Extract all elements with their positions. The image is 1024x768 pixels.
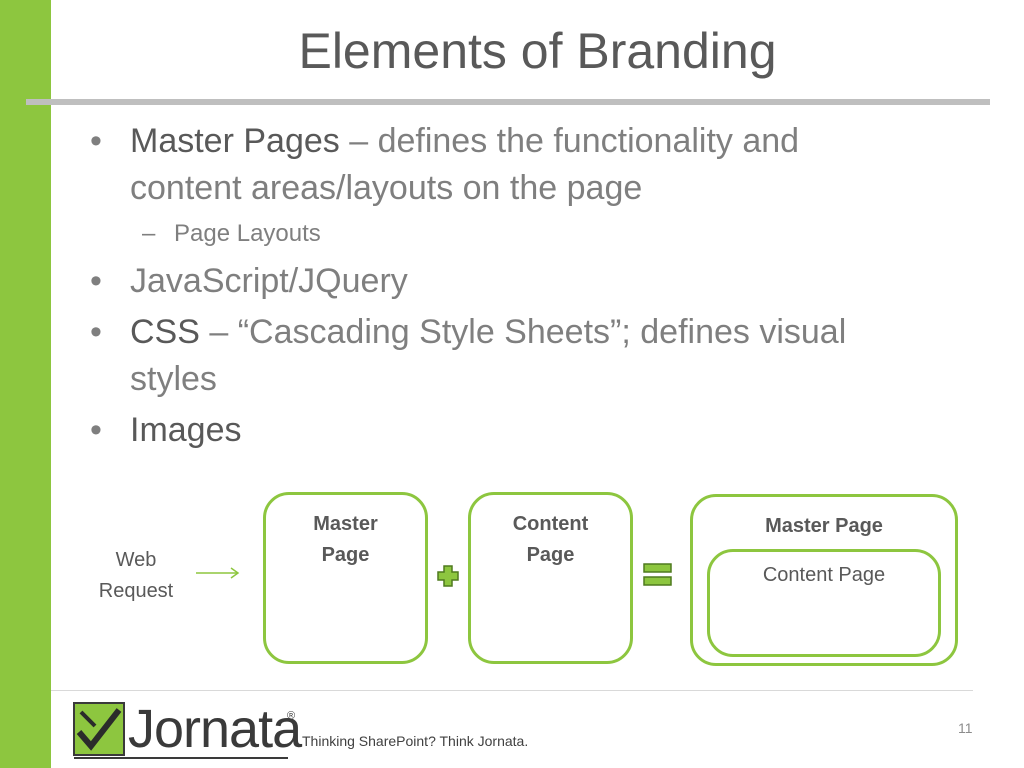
- result-master-page-box: Master Page Content Page: [690, 494, 958, 666]
- jornata-logo-icon: [73, 702, 125, 756]
- master-page-box: Master Page: [263, 492, 428, 664]
- bullet-marker: •: [90, 411, 102, 449]
- logo-wordmark: Jornata: [128, 699, 302, 759]
- title-divider: [26, 99, 990, 105]
- bullet-images: • Images: [90, 407, 910, 454]
- content-page-box: Content Page: [468, 492, 633, 664]
- bullet-marker: •: [90, 122, 102, 160]
- bullet-marker: •: [90, 262, 102, 300]
- sub-bullet-page-layouts: – Page Layouts: [90, 216, 910, 252]
- result-content-page-box: Content Page: [707, 549, 941, 657]
- footer-tagline: Thinking SharePoint? Think Jornata.: [302, 733, 529, 749]
- content-page-label: Content Page: [512, 513, 589, 566]
- bullet-text: JavaScript/JQuery: [130, 262, 408, 300]
- logo-underline: [74, 757, 288, 759]
- bullet-text: – defines the functionality and content …: [130, 122, 800, 207]
- result-content-page-label: Content Page: [762, 564, 886, 586]
- left-accent-bar: [0, 0, 51, 768]
- bullet-javascript: • JavaScript/JQuery: [90, 258, 910, 305]
- bullet-text: – “Cascading Style Sheets”; defines visu…: [130, 313, 847, 398]
- bullet-master-pages: • Master Pages – defines the functionali…: [90, 118, 910, 212]
- sub-bullet-text: Page Layouts: [174, 220, 321, 247]
- equals-icon: [643, 563, 672, 586]
- bullet-key: Images: [130, 411, 242, 449]
- plus-icon: [437, 565, 459, 587]
- master-page-label: Master Page: [313, 513, 378, 566]
- registered-mark: ®: [287, 710, 296, 722]
- slide-title: Elements of Branding: [298, 23, 777, 79]
- arrow-right-icon: [196, 567, 240, 579]
- web-request-label: Web Request: [98, 549, 174, 602]
- footer-divider: [51, 690, 973, 691]
- bullet-key: Master Pages: [130, 122, 340, 160]
- bullet-list: • Master Pages – defines the functionali…: [90, 118, 910, 458]
- bullet-marker: •: [90, 313, 102, 351]
- bullet-css: • CSS – “Cascading Style Sheets”; define…: [90, 309, 910, 403]
- sub-bullet-marker: –: [142, 220, 156, 247]
- result-master-page-label: Master Page: [765, 515, 883, 537]
- page-number: 11: [958, 720, 973, 736]
- bullet-key: CSS: [130, 313, 200, 351]
